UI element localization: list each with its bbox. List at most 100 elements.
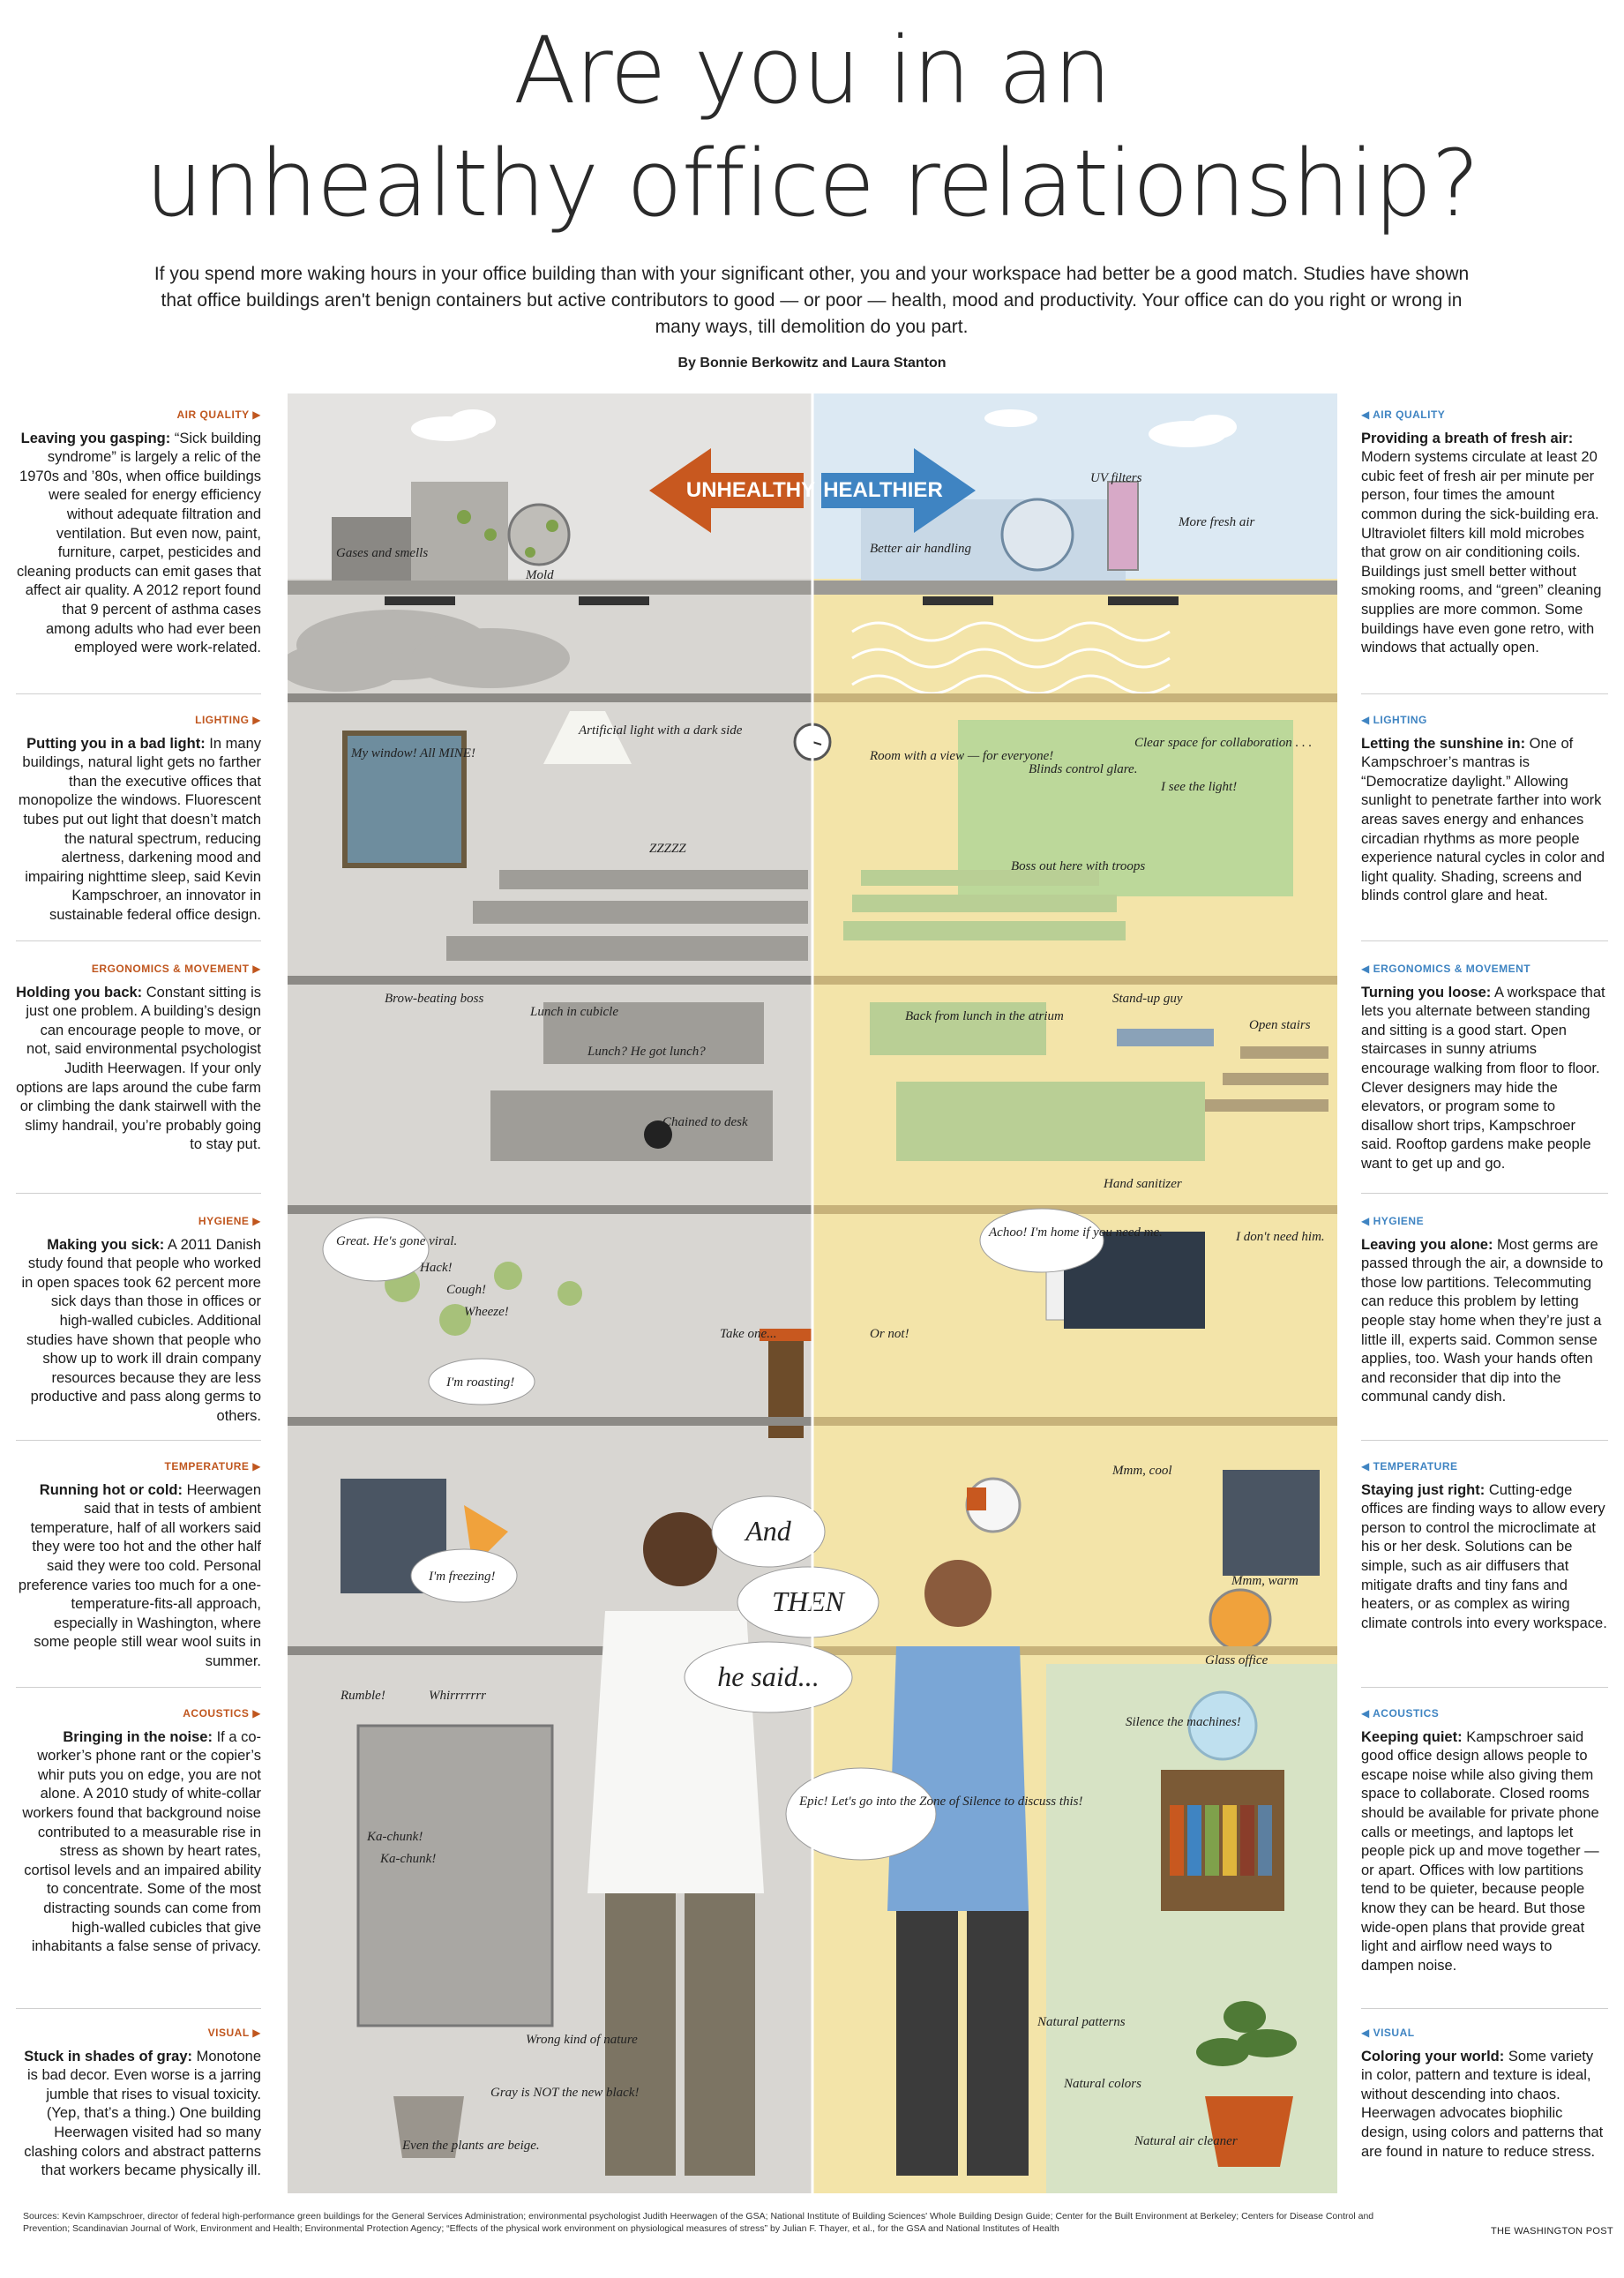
label-boss-out: Boss out here with troops bbox=[1011, 859, 1145, 873]
bubble-text: he said... bbox=[717, 1660, 819, 1692]
divider bbox=[16, 1440, 261, 1441]
right-head-lighting: Letting the sunshine in: bbox=[1361, 735, 1526, 752]
left-category-visual: VISUAL bbox=[207, 2027, 250, 2039]
glass-office-wall bbox=[1046, 1664, 1337, 2193]
divider bbox=[16, 2008, 261, 2009]
label-beige: Even the plants are beige. bbox=[401, 2139, 540, 2153]
left-ergonomics: ERGONOMICS & MOVEMENT ▶ Holding you back… bbox=[16, 963, 261, 1153]
right-body-ergonomics: A workspace that lets you alternate betw… bbox=[1361, 984, 1605, 1172]
right-body-air: Modern systems circulate at least 20 cub… bbox=[1361, 449, 1602, 656]
label-cough: Cough! bbox=[446, 1283, 486, 1297]
right-category-acoustics: ACOUSTICS bbox=[1373, 1707, 1440, 1720]
label-wrong-nature: Wrong kind of nature bbox=[526, 2033, 638, 2047]
right-body-hygiene: Most germs are passed through the air, a… bbox=[1361, 1236, 1604, 1405]
left-category-hygiene: HYGIENE bbox=[198, 1215, 250, 1227]
right-hygiene: ◀ HYGIENE Leaving you alone: Most germs … bbox=[1361, 1215, 1604, 1405]
label-achoo: Achoo! I'm home if you need me. bbox=[988, 1225, 1163, 1240]
uv-filter-icon bbox=[1107, 481, 1139, 571]
floor-slab bbox=[288, 693, 812, 702]
label-open-stairs: Open stairs bbox=[1249, 1018, 1311, 1032]
cubicle-walls-unhealthy bbox=[490, 1002, 773, 1161]
floor-slab bbox=[288, 976, 812, 985]
speech-bubble-epic bbox=[785, 1767, 937, 1861]
cubicle-rows-healthier bbox=[843, 870, 1126, 940]
floor-slab bbox=[812, 976, 1337, 985]
right-acoustics: ◀ ACOUSTICS Keeping quiet: Kampschroer s… bbox=[1361, 1707, 1599, 1974]
woman-figure bbox=[887, 1560, 1029, 2176]
right-body-acoustics: Kampschroer said good office design allo… bbox=[1361, 1728, 1599, 1974]
divider bbox=[1361, 693, 1608, 694]
headline-line-2: unhealthy office relationship? bbox=[145, 130, 1479, 237]
books-icon bbox=[1170, 1805, 1272, 1876]
left-category-acoustics: ACOUSTICS bbox=[183, 1707, 250, 1720]
right-temperature: ◀ TEMPERATURE Staying just right: Cuttin… bbox=[1361, 1460, 1607, 1631]
headline-line-1: Are you in an bbox=[513, 17, 1111, 124]
right-head-acoustics: Keeping quiet: bbox=[1361, 1728, 1463, 1745]
fan-icon bbox=[1000, 498, 1074, 572]
left-head-visual: Stuck in shades of gray: bbox=[24, 2048, 193, 2064]
cloud-icon bbox=[411, 409, 1237, 447]
smog-cloud bbox=[288, 610, 570, 692]
right-head-temperature: Staying just right: bbox=[1361, 1481, 1486, 1498]
label-better-air: Better air handling bbox=[870, 542, 971, 556]
speech-bubble-roasting bbox=[428, 1358, 535, 1405]
daylight-window bbox=[958, 720, 1293, 896]
label-gray-not: Gray is NOT the new black! bbox=[490, 2086, 639, 2100]
label-lunch-cubicle: Lunch in cubicle bbox=[529, 1005, 618, 1019]
left-body-lighting: In many buildings, natural light gets no… bbox=[18, 735, 261, 923]
label-roasting: I'm roasting! bbox=[445, 1375, 514, 1390]
right-visual: ◀ VISUAL Coloring your world: Some varie… bbox=[1361, 2027, 1604, 2160]
ball-and-chain-icon bbox=[644, 1120, 672, 1149]
divider bbox=[1361, 1687, 1608, 1688]
plant-pot-icon bbox=[1205, 2096, 1293, 2167]
left-category-lighting: LIGHTING bbox=[195, 714, 250, 726]
label-uv: UV filters bbox=[1090, 471, 1142, 485]
label-kachunk-2: Ka-chunk! bbox=[379, 1852, 436, 1866]
air-handler-healthier bbox=[861, 499, 1126, 581]
left-category-air: AIR QUALITY bbox=[176, 408, 250, 421]
left-body-temperature: Heerwagen said that in tests of ambient … bbox=[18, 1481, 261, 1669]
label-viral: Great. He's gone viral. bbox=[336, 1234, 457, 1248]
right-head-visual: Coloring your world: bbox=[1361, 2048, 1505, 2064]
label-artificial: Artificial light with a dark side bbox=[578, 723, 743, 738]
label-whir: Whirrrrrrr bbox=[429, 1689, 486, 1703]
right-category-air: AIR QUALITY bbox=[1373, 408, 1446, 421]
floor-slab bbox=[812, 1646, 1337, 1655]
right-ergonomics: ◀ ERGONOMICS & MOVEMENT Turning you loos… bbox=[1361, 963, 1605, 1172]
speech-bubble-then: THEN bbox=[737, 1566, 879, 1638]
left-head-acoustics: Bringing in the noise: bbox=[63, 1728, 213, 1745]
label-back-lunch: Back from lunch in the atrium bbox=[905, 1009, 1064, 1023]
fishbowl-icon bbox=[1187, 1690, 1258, 1761]
sources-note: Sources: Kevin Kampschroer, director of … bbox=[23, 2211, 1374, 2234]
candy-dish bbox=[760, 1329, 812, 1341]
left-temperature: TEMPERATURE ▶ Running hot or cold: Heerw… bbox=[18, 1460, 261, 1669]
label-mmm-warm: Mmm, warm bbox=[1231, 1574, 1298, 1588]
speech-bubble-he-said: he said... bbox=[684, 1641, 853, 1713]
right-head-ergonomics: Turning you loose: bbox=[1361, 984, 1492, 1000]
left-head-air: Leaving you gasping: bbox=[20, 430, 171, 446]
monitor-icon bbox=[1223, 1470, 1320, 1576]
left-lighting: LIGHTING ▶ Putting you in a bad light: I… bbox=[18, 714, 261, 923]
divider bbox=[16, 1687, 261, 1688]
office-illustration: UNHEALTHY HEALTHIER bbox=[288, 393, 1337, 2193]
speech-bubble-and: And bbox=[711, 1495, 826, 1568]
floor-slab bbox=[288, 1205, 812, 1214]
right-head-air: Providing a breath of fresh air: bbox=[1361, 430, 1574, 446]
left-hygiene: HYGIENE ▶ Making you sick: A 2011 Danish… bbox=[21, 1215, 261, 1424]
intro-paragraph: If you spend more waking hours in your o… bbox=[153, 264, 1470, 337]
divider bbox=[1361, 940, 1608, 941]
label-room-view: Room with a view — for everyone! bbox=[869, 749, 1053, 763]
right-body-visual: Some variety in color, pattern and textu… bbox=[1361, 2048, 1604, 2160]
right-category-lighting: LIGHTING bbox=[1373, 714, 1427, 726]
left-category-temperature: TEMPERATURE bbox=[164, 1460, 250, 1472]
left-head-ergonomics: Holding you back: bbox=[16, 984, 143, 1000]
left-category-ergonomics: ERGONOMICS & MOVEMENT bbox=[91, 963, 250, 975]
label-collab: Clear space for collaboration . . . bbox=[1134, 736, 1312, 750]
left-visual: VISUAL ▶ Stuck in shades of gray: Monoto… bbox=[24, 2027, 261, 2179]
credit: THE WASHINGTON POST bbox=[1491, 2226, 1613, 2237]
label-window: My window! All MINE! bbox=[350, 746, 475, 761]
fresh-air-swirls bbox=[851, 621, 1171, 695]
beige-plant-pot bbox=[393, 2096, 464, 2158]
label-silence: Silence the machines! bbox=[1126, 1715, 1241, 1729]
label-glass-office: Glass office bbox=[1205, 1653, 1269, 1667]
